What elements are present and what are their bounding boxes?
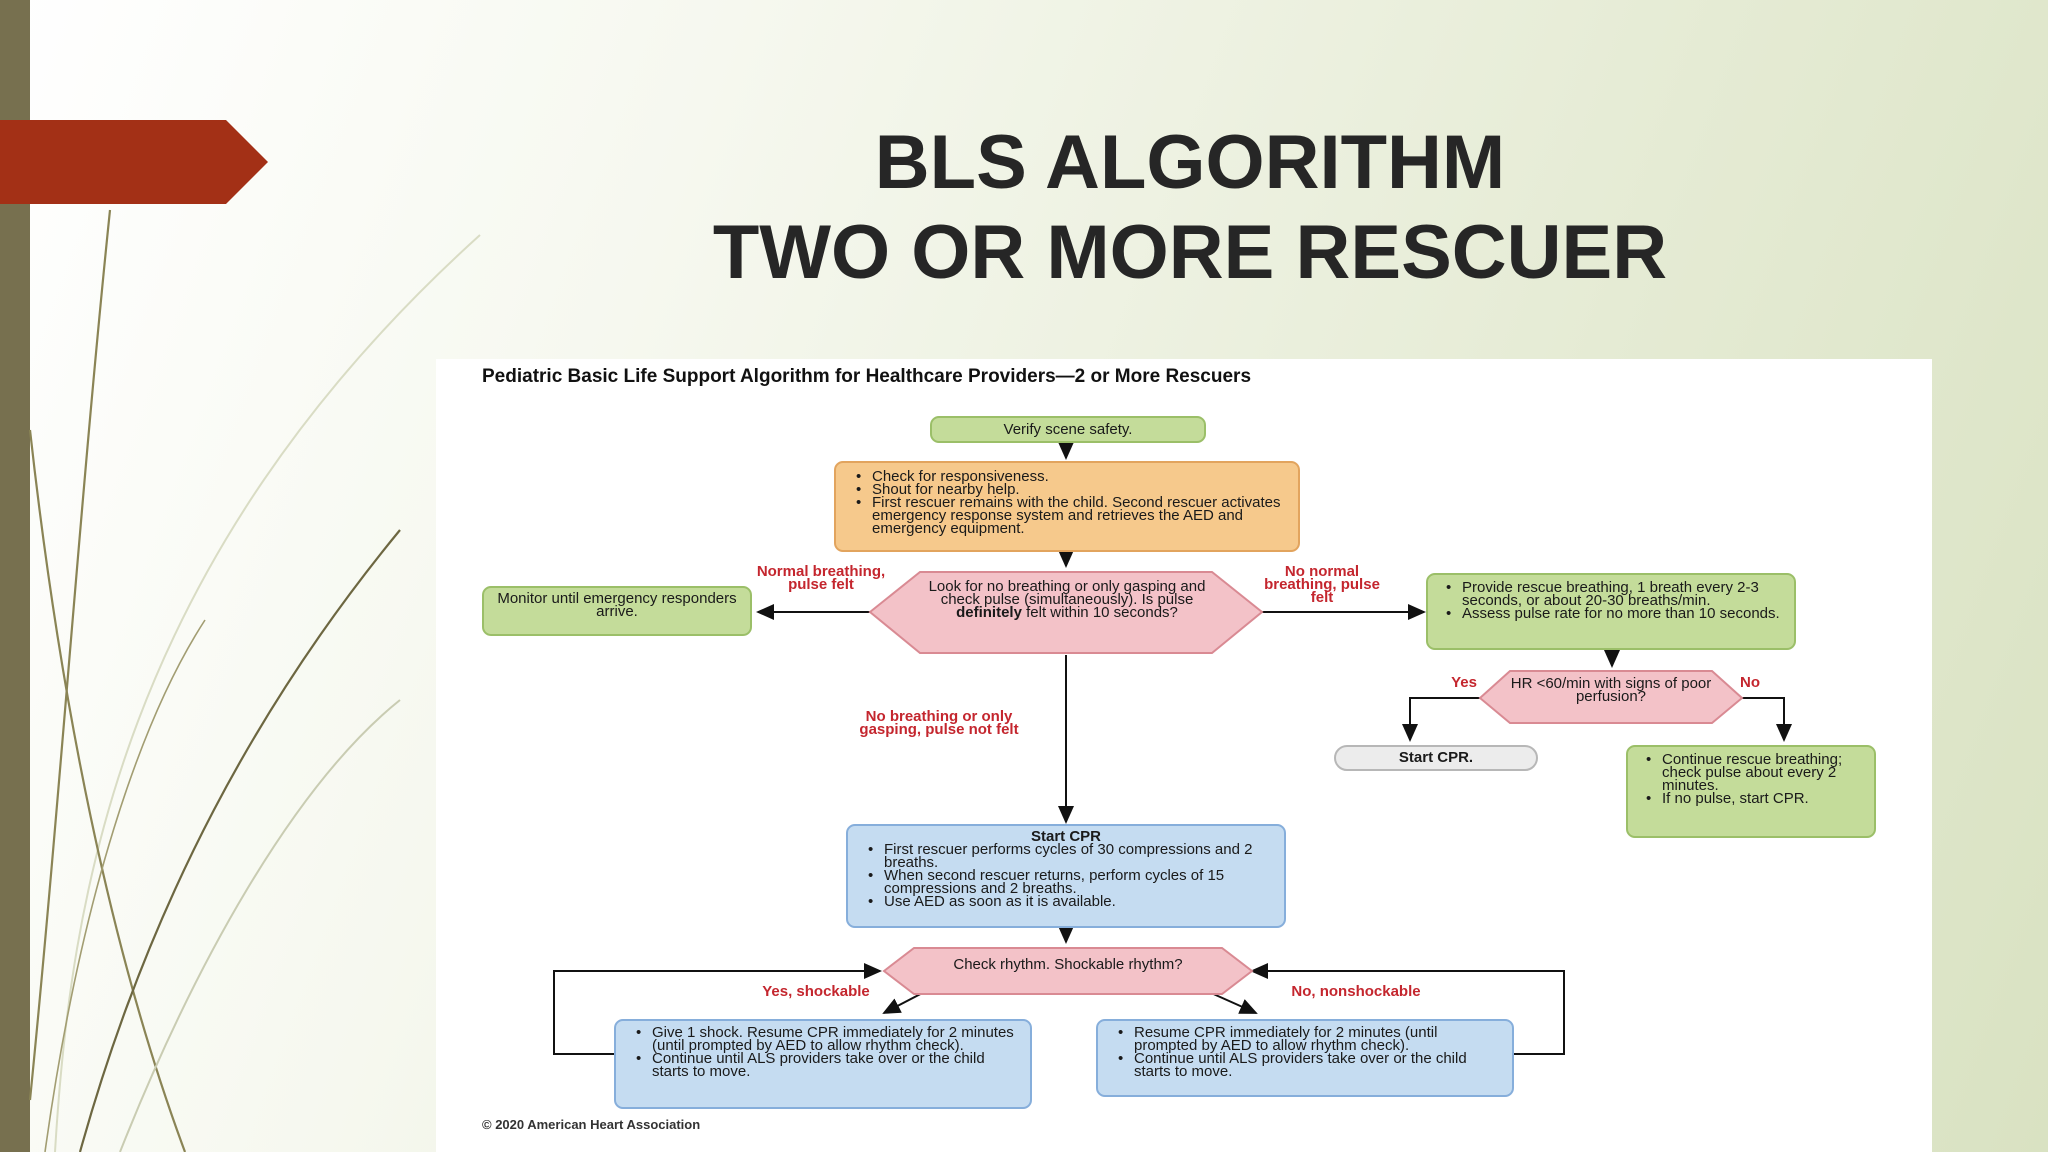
continue-item-2: If no pulse, start CPR. [1640, 791, 1862, 806]
continue-rescue-box: Continue rescue breathing; check pulse a… [1626, 745, 1876, 838]
pulse-question-emphasis: definitely [956, 604, 1022, 621]
start-cpr-box: Start CPR First rescuer performs cycles … [846, 824, 1286, 928]
check-responsiveness-box: Check for responsiveness. Shout for near… [834, 461, 1300, 552]
hr-question-text: HR <60/min with signs of poor perfusion? [1510, 675, 1712, 705]
resume-item-2: Continue until ALS providers take over o… [1112, 1051, 1498, 1079]
pulse-question-part1: Look for no breathing or only gasping an… [928, 578, 1206, 608]
label-normal-breathing: Normal breathing, pulse felt [756, 563, 886, 593]
figure-title: Pediatric Basic Life Support Algorithm f… [482, 366, 1252, 387]
copyright-notice: © 2020 American Heart Association [482, 1117, 701, 1132]
decision-hexagon-hr [1478, 670, 1744, 724]
decision-hexagon-pulse [868, 571, 1264, 654]
rescue-item-1: Provide rescue breathing, 1 breath every… [1440, 580, 1782, 608]
pulse-question-text: Look for no breathing or only gasping an… [922, 578, 1212, 621]
red-arrow-tab [0, 120, 268, 204]
resume-item-1: Resume CPR immediately for 2 minutes (un… [1112, 1025, 1498, 1053]
cpr-item-2: When second rescuer returns, perform cyc… [862, 868, 1270, 896]
cpr-item-1: First rescuer performs cycles of 30 comp… [862, 842, 1270, 870]
label-no-breathing: No breathing or only gasping, pulse not … [859, 708, 1019, 738]
slide-title-line2: TWO OR MORE RESCUER [712, 210, 1668, 295]
slide-title-line1: BLS ALGORITHM [874, 120, 1506, 205]
cpr-item-3: Use AED as soon as it is available. [862, 894, 1270, 909]
rescue-breathing-box: Provide rescue breathing, 1 breath every… [1426, 573, 1796, 650]
pulse-question-part2: felt within 10 seconds? [1021, 604, 1178, 621]
rhythm-question-text: Check rhythm. Shockable rhythm? [953, 956, 1183, 973]
decision-hexagon-rhythm [882, 947, 1254, 995]
verify-scene-box: Verify scene safety. [930, 416, 1206, 443]
resume-cpr-box: Resume CPR immediately for 2 minutes (un… [1096, 1019, 1514, 1097]
label-nonshockable: No, nonshockable [1291, 983, 1421, 1000]
monitor-text: Monitor until emergency responders arriv… [497, 590, 737, 620]
label-no-normal-breathing: No normal breathing, pulse felt [1264, 563, 1380, 606]
check-item-3: First rescuer remains with the child. Se… [850, 495, 1284, 536]
rescue-item-2: Assess pulse rate for no more than 10 se… [1440, 606, 1782, 621]
label-yes: Yes [1451, 674, 1477, 691]
verify-scene-text: Verify scene safety. [1003, 421, 1133, 438]
label-no: No [1740, 674, 1760, 691]
decorative-leaf-curves [28, 209, 481, 1152]
label-shockable: Yes, shockable [762, 983, 870, 1000]
shock-item-2: Continue until ALS providers take over o… [630, 1051, 1016, 1079]
start-cpr-small-box: Start CPR. [1334, 745, 1538, 771]
give-shock-box: Give 1 shock. Resume CPR immediately for… [614, 1019, 1032, 1109]
shock-item-1: Give 1 shock. Resume CPR immediately for… [630, 1025, 1016, 1053]
monitor-box: Monitor until emergency responders arriv… [482, 586, 752, 636]
continue-item-1: Continue rescue breathing; check pulse a… [1640, 752, 1862, 793]
start-cpr-small-text: Start CPR. [1398, 749, 1474, 766]
